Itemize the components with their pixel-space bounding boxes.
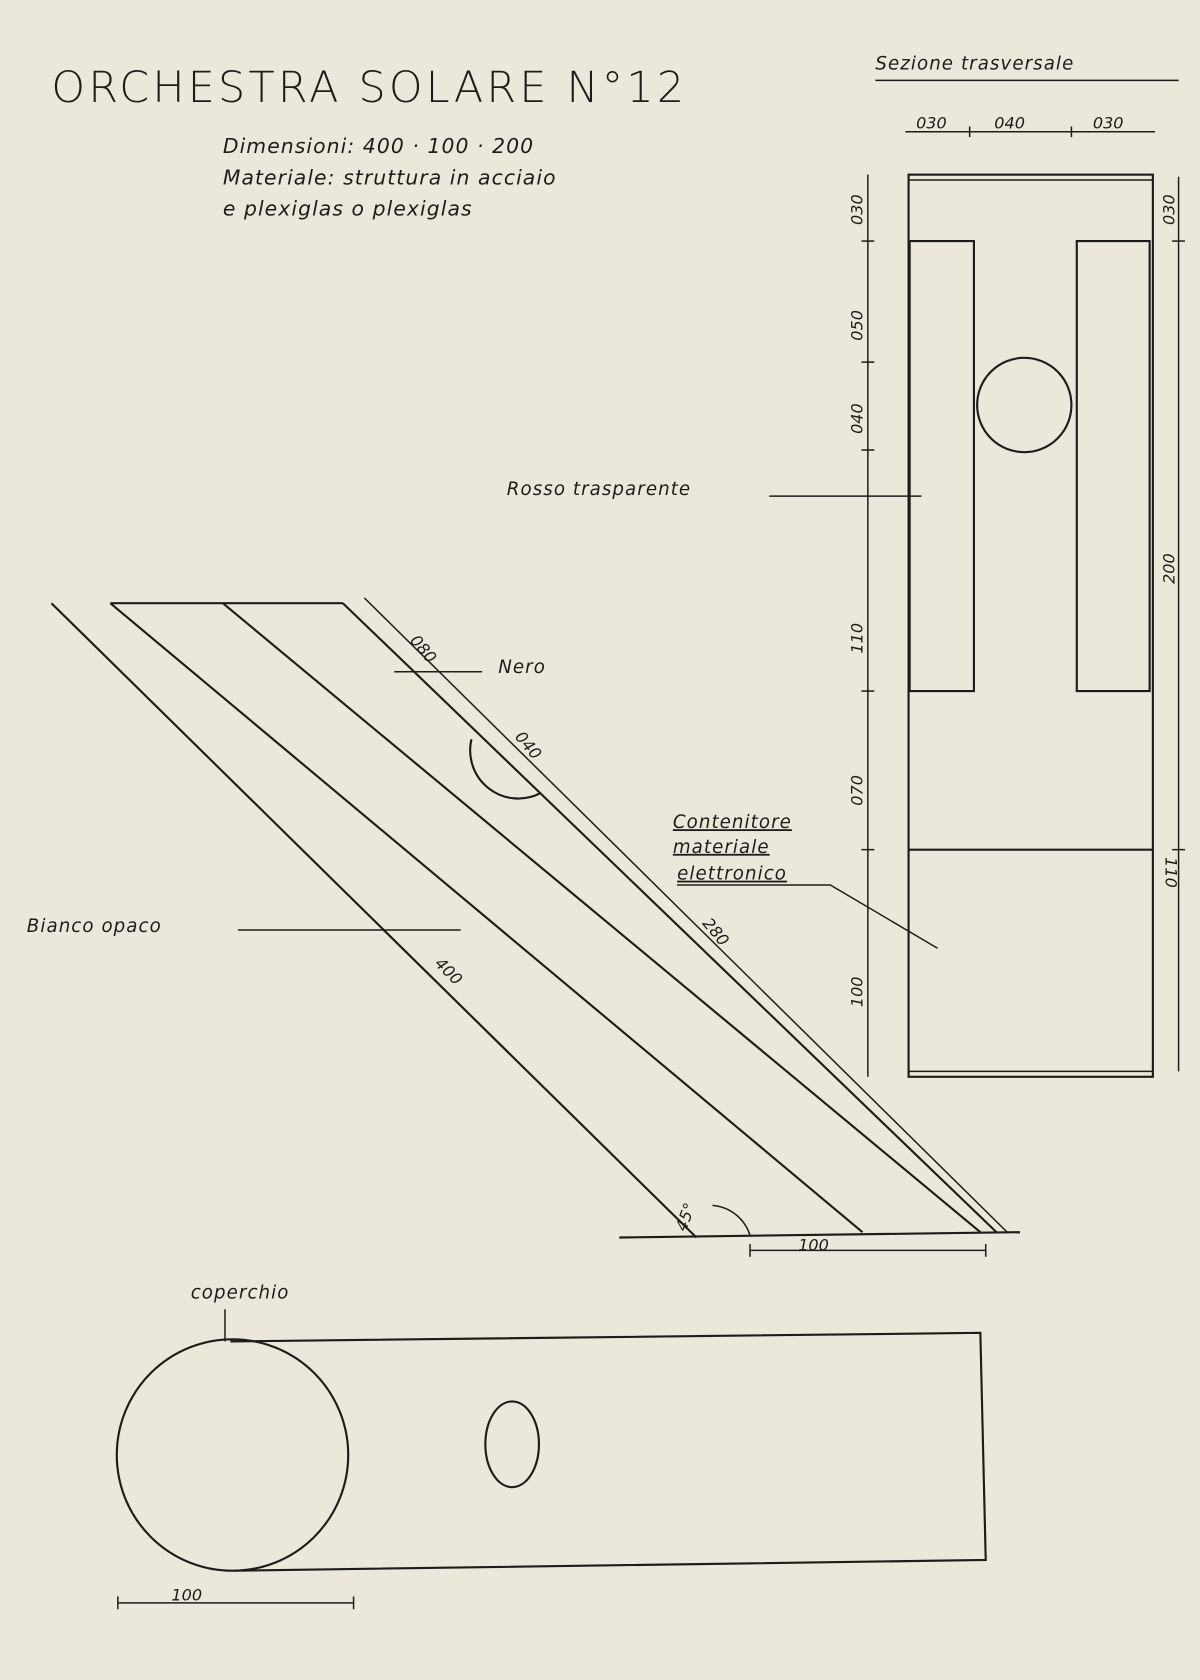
- container-label-3: elettronico: [677, 864, 787, 885]
- left-dim-040: 040: [848, 403, 867, 434]
- dim-080: 080: [406, 631, 440, 667]
- right-dim-110: 110: [1162, 857, 1181, 888]
- section-title: Sezione trasversale: [875, 54, 1074, 75]
- sound-hole: [976, 356, 1073, 454]
- diameter-dim-100: 100: [171, 1586, 202, 1605]
- width-dim-2: 040: [994, 114, 1025, 133]
- lid-circle: [115, 1338, 350, 1572]
- drawing-title: ORCHESTRA SOLARE N°12: [51, 63, 687, 113]
- base-dim-100: 100: [798, 1235, 829, 1254]
- section-outline: [907, 173, 1154, 1078]
- red-transparent-label: Rosso trasparente: [507, 479, 691, 500]
- side-view: 100 45° 080 040 280 400 Nero Bianco opac…: [27, 597, 1021, 1257]
- top-hole: [484, 1400, 540, 1489]
- white-opaque-label: Bianco opaco: [27, 916, 162, 937]
- container-label-1: Contenitore: [673, 812, 792, 833]
- left-dim-050: 050: [848, 310, 867, 341]
- angle-label: 45°: [672, 1200, 700, 1233]
- black-label: Nero: [498, 657, 546, 678]
- left-dim-030: 030: [848, 194, 867, 225]
- hole-profile: [469, 739, 542, 800]
- top-view: coperchio 100: [115, 1283, 987, 1610]
- left-dim-100: 100: [848, 976, 867, 1007]
- dim-280: 280: [699, 914, 733, 950]
- red-panel-right: [1075, 239, 1151, 693]
- dim-040: 040: [511, 728, 545, 764]
- lid-label: coperchio: [191, 1283, 290, 1304]
- red-panel-left: [908, 239, 975, 693]
- width-dim-3: 030: [1093, 114, 1124, 133]
- cross-section: Sezione trasversale 030 040 030 030 050 …: [507, 54, 1185, 1078]
- right-dim-030: 030: [1159, 194, 1178, 225]
- material-note-line-2: e plexiglas o plexiglas: [223, 196, 473, 220]
- right-dim-200: 200: [1159, 553, 1178, 584]
- width-dim-1: 030: [916, 114, 947, 133]
- container-label-2: materiale: [673, 837, 770, 858]
- left-dim-110: 110: [848, 623, 867, 654]
- dim-400: 400: [431, 954, 466, 989]
- material-note-line-1: Materiale: struttura in acciaio: [223, 165, 557, 189]
- dimensions-note: Dimensioni: 400 · 100 · 200: [223, 134, 534, 158]
- left-dim-070: 070: [848, 775, 867, 806]
